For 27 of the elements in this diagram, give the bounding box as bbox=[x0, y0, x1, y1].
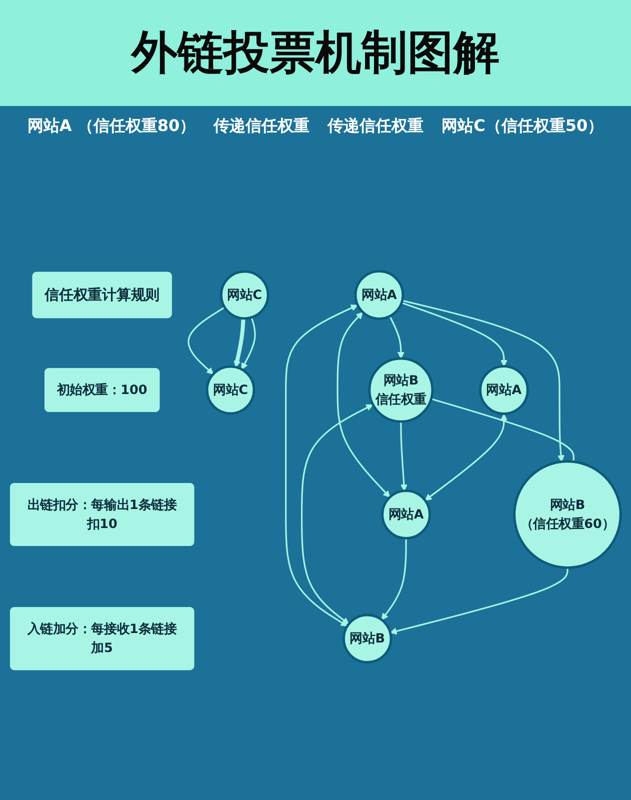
note-text: 网站A （信任权重80） bbox=[27, 116, 196, 137]
arrow bbox=[424, 414, 508, 501]
node-circle: 网站A bbox=[381, 490, 431, 540]
arrow bbox=[400, 422, 408, 492]
arrow bbox=[241, 317, 256, 370]
arrow bbox=[336, 312, 390, 498]
node-circle: 网站B 信任权重 bbox=[368, 357, 434, 423]
connector bbox=[430, 398, 575, 462]
arrow bbox=[390, 568, 568, 635]
arrow bbox=[389, 316, 404, 359]
node-circle: 网站A bbox=[354, 270, 404, 320]
arrow bbox=[285, 304, 358, 626]
arrow bbox=[234, 318, 246, 368]
arrow bbox=[188, 306, 226, 375]
node-circle: 网站A bbox=[479, 365, 529, 415]
node-circle: 网站C bbox=[206, 365, 256, 415]
title-banner: 外链投票机制图解 bbox=[0, 0, 631, 106]
node-circle: 网站B bbox=[342, 614, 392, 664]
node-circle: 网站C bbox=[220, 270, 270, 320]
note-text: 传递信任权重 bbox=[214, 116, 310, 137]
arrow bbox=[402, 300, 565, 462]
node-circle: 网站B （信任权重60） bbox=[513, 460, 622, 569]
arrow bbox=[401, 302, 508, 367]
arrow bbox=[381, 538, 407, 620]
note-text: 网站C（信任权重50） bbox=[442, 116, 604, 137]
arrow bbox=[300, 404, 373, 624]
note-text: 传递信任权重 bbox=[328, 116, 424, 137]
